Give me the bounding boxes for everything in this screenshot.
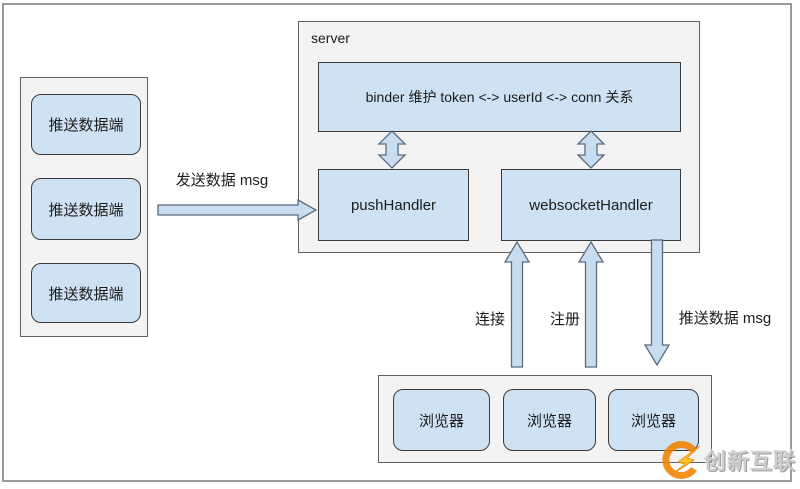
- server-group: server binder 维护 token <-> userId <-> co…: [298, 21, 700, 253]
- server-title: server: [311, 30, 350, 46]
- watermark-logo-icon: [662, 441, 701, 479]
- browser-node: 浏览器: [608, 389, 699, 451]
- watermark-text: 创新互联: [704, 449, 797, 474]
- push-client-node: 推送数据端: [31, 263, 141, 323]
- websocket-handler-node: websocketHandler: [501, 169, 681, 241]
- browser-label: 浏览器: [630, 412, 676, 430]
- browser-node: 浏览器: [393, 389, 490, 451]
- connect-label: 连接: [474, 311, 505, 328]
- push-client-label: 推送数据端: [48, 285, 124, 303]
- push-clients-group: 推送数据端 推送数据端 推送数据端: [20, 77, 148, 337]
- binder-node: binder 维护 token <-> userId <-> conn 关系: [318, 62, 681, 132]
- send-data-label: 发送数据 msg: [175, 172, 269, 189]
- watermark: 创新互联: [661, 440, 796, 480]
- register-label: 注册: [549, 311, 580, 328]
- browsers-group: 浏览器 浏览器 浏览器: [378, 375, 712, 463]
- push-handler-label: pushHandler: [350, 196, 437, 214]
- binder-label: binder 维护 token <-> userId <-> conn 关系: [365, 89, 634, 105]
- browser-label: 浏览器: [526, 412, 572, 430]
- push-client-node: 推送数据端: [31, 94, 141, 155]
- websocket-handler-label: websocketHandler: [529, 196, 653, 214]
- push-client-label: 推送数据端: [48, 117, 124, 134]
- browser-label: 浏览器: [418, 412, 464, 430]
- push-client-label: 推送数据端: [48, 201, 124, 219]
- push-handler-node: pushHandler: [318, 169, 469, 241]
- push-client-node: 推送数据端: [31, 178, 141, 240]
- browser-node: 浏览器: [503, 389, 596, 451]
- push-data-label: 推送数据 msg: [678, 310, 772, 327]
